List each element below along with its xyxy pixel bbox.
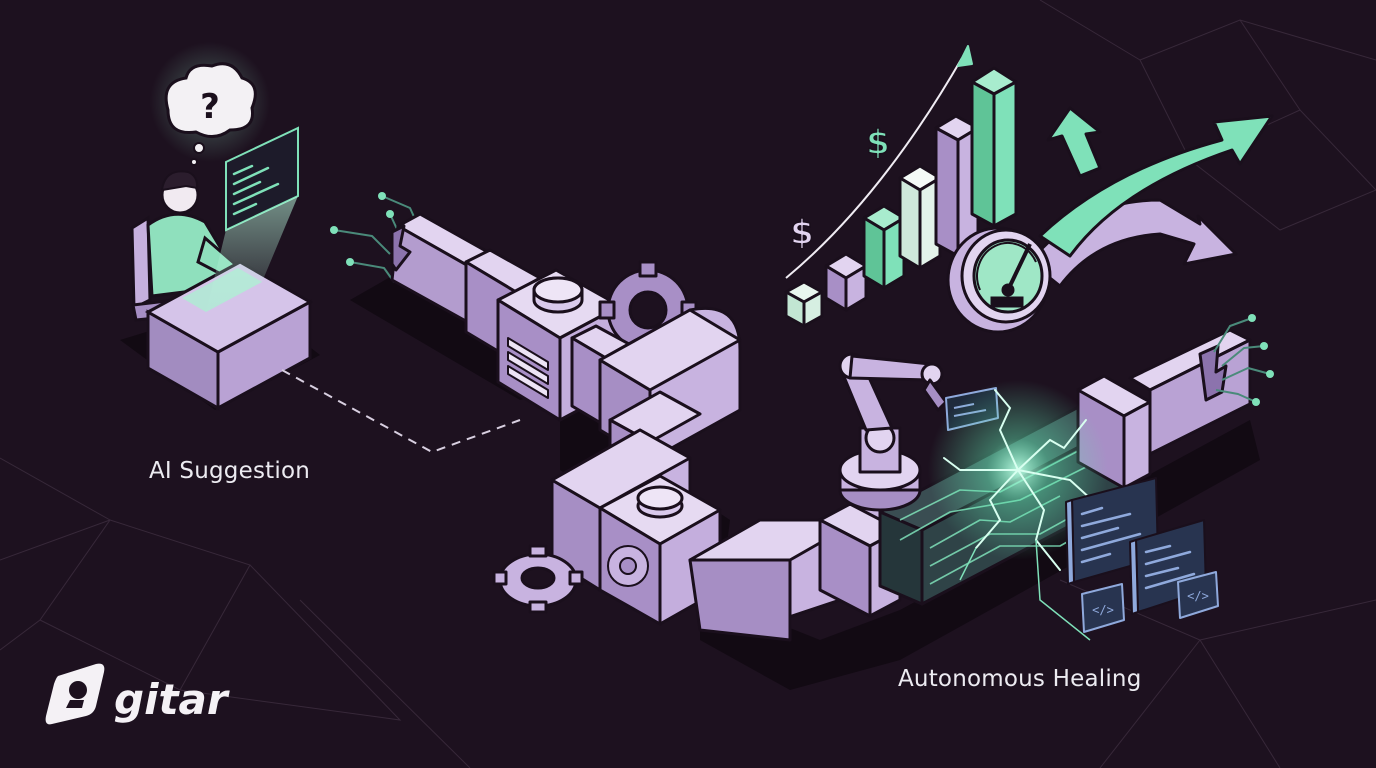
split-arrows-illustration [1028,106,1274,288]
dollar-icon: $ [866,123,890,163]
pipeline-illustration [330,192,1274,690]
growth-bar-chart-illustration: $ $ [784,45,1018,328]
code-tag-icon: </> [1081,583,1125,633]
code-panels: </> </> [1065,477,1219,633]
gitar-logo: gitar [45,663,230,725]
svg-text:</>: </> [1092,603,1114,617]
dashed-connector [281,369,521,454]
svg-text:gitar: gitar [114,675,230,724]
healing-spark [928,380,1108,641]
developer-workstation-illustration: ? [120,42,320,411]
dollar-icon: $ [790,213,814,253]
code-tag-icon: </> [1177,571,1219,619]
ai-suggestion-label: AI Suggestion [149,458,310,484]
question-mark-icon: ? [200,87,220,127]
autonomous-healing-label: Autonomous Healing [898,666,1142,692]
gear-icon [607,545,649,587]
gear-icon [492,544,584,614]
speedometer-icon [946,226,1052,334]
svg-text:</>: </> [1187,589,1209,603]
